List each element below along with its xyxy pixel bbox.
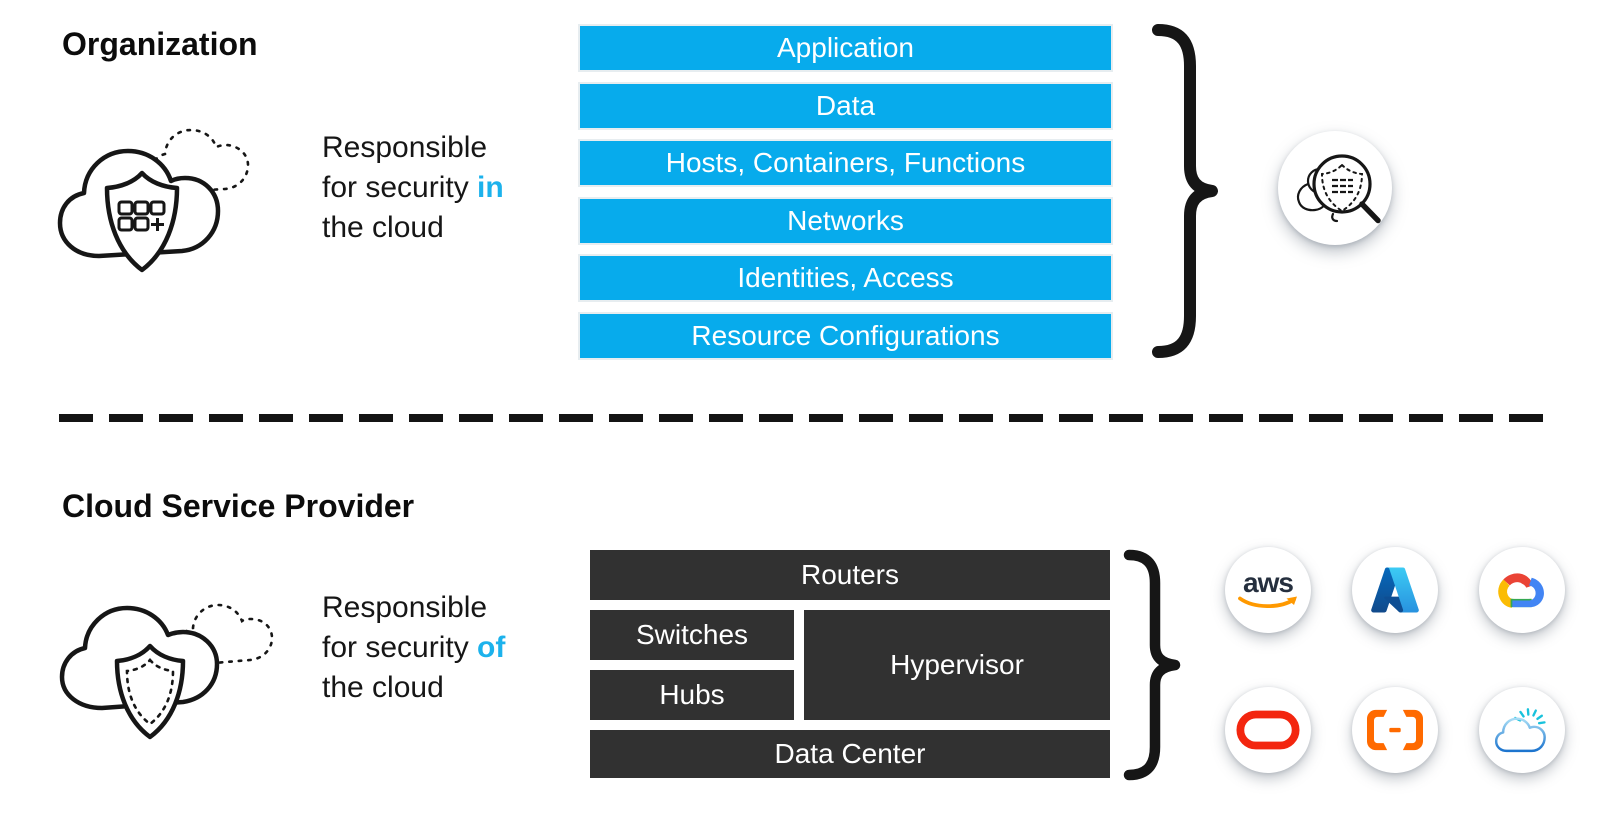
middle-row: Switches Hubs Hypervisor <box>590 610 1110 720</box>
layer-hypervisor: Hypervisor <box>804 610 1110 720</box>
security-inspection-icon <box>1278 131 1392 245</box>
layer-resource-configurations: Resource Configurations <box>578 311 1113 360</box>
aws-logo: aws <box>1225 547 1311 633</box>
brace-top <box>1152 24 1218 358</box>
oracle-logo <box>1225 687 1311 773</box>
app-grid-glyph <box>117 200 166 232</box>
google-cloud-icon <box>1498 573 1544 608</box>
layer-application: Application <box>578 24 1113 72</box>
alibaba-cloud-logo <box>1352 687 1438 773</box>
magnifier-handle <box>1359 201 1381 224</box>
csp-title: Cloud Service Provider <box>62 488 415 524</box>
ibm-cloud-icon <box>1494 708 1546 753</box>
layer-switches: Switches <box>590 610 794 660</box>
organization-title: Organization <box>62 26 258 62</box>
layer-identities-access: Identities, Access <box>578 254 1113 302</box>
ibm-cloud-logo <box>1479 687 1565 773</box>
csp-cloud-shield-icon <box>59 603 274 740</box>
shield-outline <box>104 170 180 273</box>
inner-dotted-shield <box>125 658 175 726</box>
highlight-word: of <box>477 631 506 664</box>
aws-wordmark: aws <box>1243 566 1294 598</box>
dotted-shield <box>1320 163 1364 213</box>
brace-bottom <box>1123 549 1181 781</box>
azure-logo <box>1352 547 1438 633</box>
shield-magnifier-icon <box>1296 154 1381 224</box>
csp-layer-stack: Routers Switches Hubs Hypervisor Data Ce… <box>590 550 1110 778</box>
layer-hosts-containers-functions: Hosts, Containers, Functions <box>578 139 1113 187</box>
organization-layer-stack: Application Data Hosts, Containers, Func… <box>578 24 1113 360</box>
resp-line-1: Responsible <box>322 131 488 164</box>
layer-data-center: Data Center <box>590 730 1110 778</box>
alibaba-brackets-icon <box>1367 709 1423 751</box>
layer-routers: Routers <box>590 550 1110 600</box>
resp-line-3: the cloud <box>322 211 444 244</box>
layer-hubs: Hubs <box>590 670 794 720</box>
layer-data: Data <box>578 81 1113 130</box>
resp-line-2: for security in <box>322 171 504 204</box>
organization-cloud-shield-icon <box>57 128 250 273</box>
cloud-provider-logos: aws <box>1225 547 1565 773</box>
policy-grid-glyph <box>1332 178 1353 194</box>
sun-rays <box>1514 708 1546 725</box>
dashed-divider <box>59 414 1547 422</box>
highlight-word: in <box>477 171 504 204</box>
azure-a-icon <box>1371 567 1419 613</box>
resp-line-3: the cloud <box>322 671 444 704</box>
csp-responsibility-text: Responsible for security of the cloud <box>322 588 505 708</box>
organization-responsibility-text: Responsible for security in the cloud <box>322 128 504 248</box>
google-cloud-logo <box>1479 547 1565 633</box>
oracle-ring-icon <box>1236 710 1300 750</box>
resp-line-1: Responsible <box>322 591 488 624</box>
layer-networks: Networks <box>578 196 1113 245</box>
resp-line-2: for security of <box>322 631 506 664</box>
aws-smile-icon <box>1238 596 1297 608</box>
